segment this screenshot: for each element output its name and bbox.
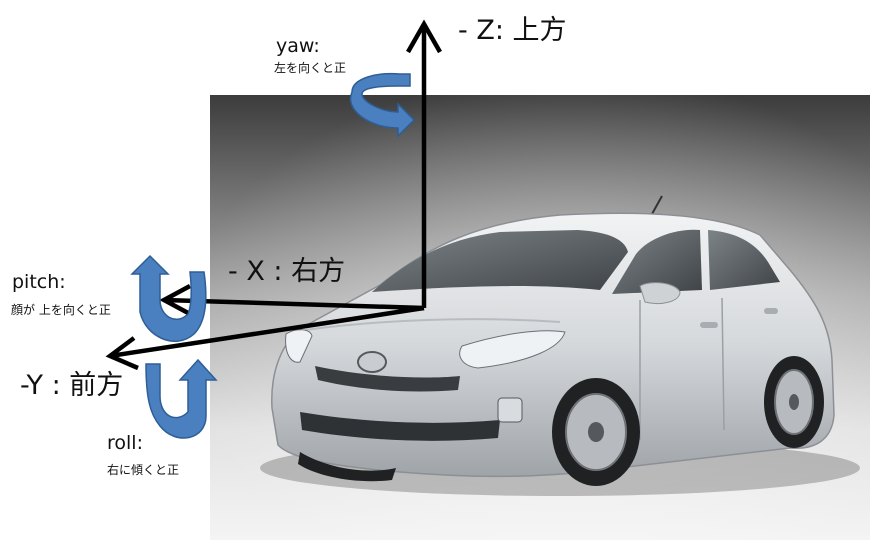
x-axis-label: - X : 右方 <box>228 256 346 287</box>
z-axis-label: - Z: 上方 <box>458 15 567 46</box>
yaw-description: 左を向くと正 <box>274 61 347 75</box>
pitch-description: 顔が 上を向くと正 <box>11 303 111 317</box>
roll-rotation-arrow-icon <box>145 358 218 439</box>
x-axis-arrow <box>159 284 425 316</box>
roll-label: roll: <box>107 432 143 454</box>
pitch-rotation-arrow-icon <box>130 254 207 342</box>
y-axis-arrow <box>105 305 425 371</box>
roll-description: 右に傾くと正 <box>107 463 180 477</box>
yaw-rotation-arrow-icon <box>349 72 416 138</box>
z-axis-arrow <box>406 19 442 308</box>
y-axis-label: -Y : 前方 <box>20 370 124 401</box>
pitch-label: pitch: <box>12 271 66 293</box>
car-body <box>271 195 835 486</box>
yaw-label: yaw: <box>276 35 320 57</box>
